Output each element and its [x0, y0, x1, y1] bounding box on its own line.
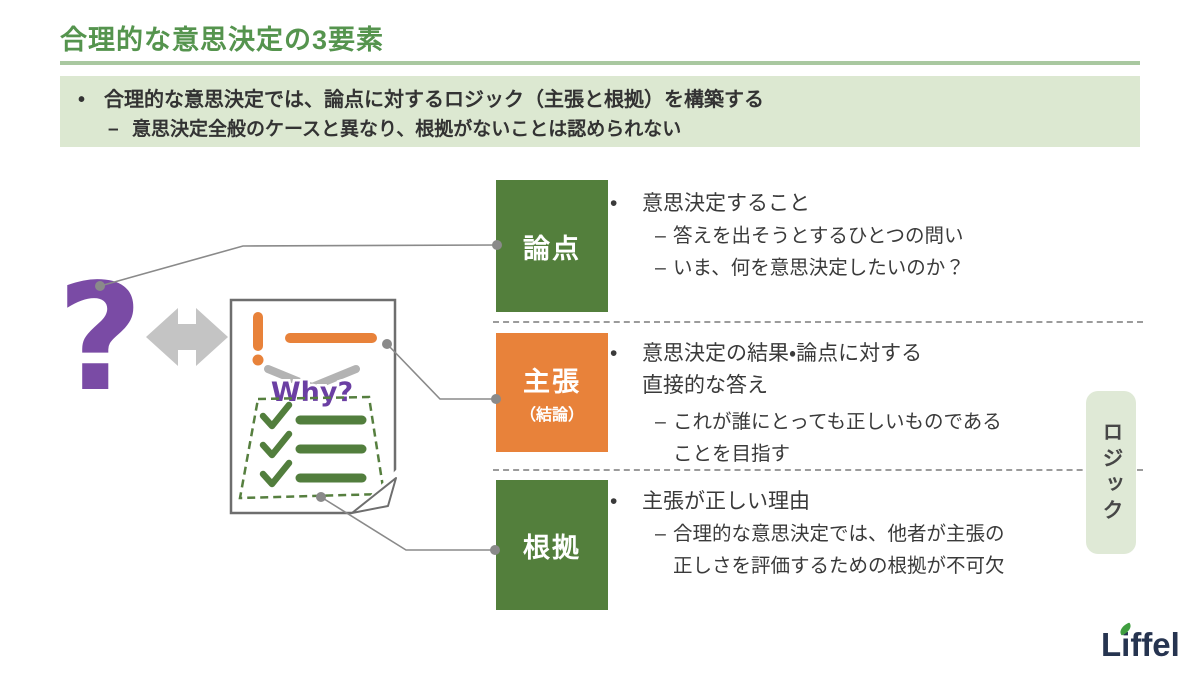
bullet-text: 答えを出そうとするひとつの問い	[673, 225, 964, 247]
evidence-area-outline	[238, 395, 386, 500]
connector-lines	[99, 244, 498, 551]
bullet-text: これが誰にとっても正しいものである	[673, 411, 1002, 433]
bullet-text: 正しさを評価するための根拠が不可欠	[673, 555, 1005, 577]
question-mark-icon: ?	[57, 252, 143, 424]
bullet-icon: •	[78, 89, 86, 111]
header-sub-bullet: – 意思決定全般のケースと異なり、根拠がないことは認められない	[78, 115, 1122, 144]
evidence-label-box: 根拠	[496, 480, 608, 610]
exclamation-icon	[252, 312, 264, 366]
bullet-text: 直接的な答え	[642, 374, 768, 397]
bullet-text: 意思決定すること	[642, 192, 810, 215]
header-main-text: 合理的な意思決定では、論点に対するロジック（主張と根拠）を構築する	[104, 89, 764, 111]
document-icon	[229, 298, 397, 515]
topic-label: 論点	[523, 233, 581, 264]
bullet-line: – 合理的な意思決定では、他者が主張の	[610, 518, 1090, 550]
dash-icon: –	[655, 257, 666, 279]
logic-label: ロジック	[1100, 420, 1123, 525]
evidence-text-block: • 主張が正しい理由 – 合理的な意思決定では、他者が主張の 正しさを評価するた…	[610, 486, 1090, 582]
header-main-bullet: • 合理的な意思決定では、論点に対するロジック（主張と根拠）を構築する	[78, 85, 1122, 115]
swap-arrow-icon	[146, 308, 228, 366]
page-title: 合理的な意思決定の3要素	[60, 25, 385, 55]
connector-claim	[386, 343, 496, 400]
header-sub-text: 意思決定全般のケースと異なり、根拠がないことは認められない	[132, 119, 682, 140]
dash-icon: –	[108, 119, 119, 140]
bullet-text: 主張が正しい理由	[642, 490, 810, 513]
claim-text-block: • 意思決定の結果・論点に対する 直接的な答え – これが誰にとっても正しいもの…	[610, 338, 1090, 470]
claim-sublabel: （結論）	[519, 407, 584, 424]
claim-label: 主張	[523, 367, 581, 397]
bullet-line: – 答えを出そうとするひとつの問い	[610, 220, 1090, 252]
bullet-icon: •	[610, 490, 618, 513]
topic-text-block: • 意思決定すること – 答えを出そうとするひとつの問い – いま、何を意思決定…	[610, 188, 1090, 284]
bullet-text: 合理的な意思決定では、他者が主張の	[673, 523, 1005, 545]
bullet-line: • 意思決定の結果・論点に対する	[610, 338, 1090, 370]
connector-dots	[95, 240, 502, 555]
bullet-text: ことを目指す	[673, 443, 791, 465]
logic-sidebar: ロジック	[1086, 391, 1136, 554]
page-fold-icon	[350, 466, 400, 516]
dash-icon: –	[655, 225, 666, 247]
bullet-line: 直接的な答え	[610, 370, 1090, 402]
separator-topic-claim	[493, 321, 1143, 323]
bullet-line: – いま、何を意思決定したいのか？	[610, 252, 1090, 284]
why-chevron-icon	[264, 365, 360, 392]
topic-label-box: 論点	[496, 180, 608, 312]
logo-text: Liffel	[1101, 626, 1180, 663]
title-underline	[60, 61, 1140, 65]
evidence-label: 根拠	[523, 532, 581, 563]
brand-logo: Liffel	[1101, 622, 1180, 664]
bullet-line: – これが誰にとっても正しいものである	[610, 406, 1090, 438]
bullet-line: • 主張が正しい理由	[610, 486, 1090, 518]
bullet-icon: •	[610, 192, 618, 215]
connector-evidence	[320, 496, 495, 551]
bullet-text: 意思決定の結果・論点に対する	[642, 342, 923, 365]
dash-icon: –	[655, 411, 666, 433]
claim-label-box: 主張 （結論）	[496, 333, 608, 452]
bullet-icon: •	[610, 342, 618, 365]
bullet-line: 正しさを評価するための根拠が不可欠	[610, 550, 1090, 582]
header-callout: • 合理的な意思決定では、論点に対するロジック（主張と根拠）を構築する – 意思…	[60, 76, 1140, 147]
checklist-icon	[259, 401, 367, 488]
bullet-line: • 意思決定すること	[610, 188, 1090, 220]
dash-icon: –	[655, 523, 666, 545]
separator-claim-evidence	[493, 469, 1143, 471]
bullet-text: いま、何を意思決定したいのか？	[673, 257, 965, 279]
why-label: Why?	[271, 377, 353, 408]
bullet-line: ことを目指す	[610, 438, 1090, 470]
connector-topic	[99, 244, 498, 287]
